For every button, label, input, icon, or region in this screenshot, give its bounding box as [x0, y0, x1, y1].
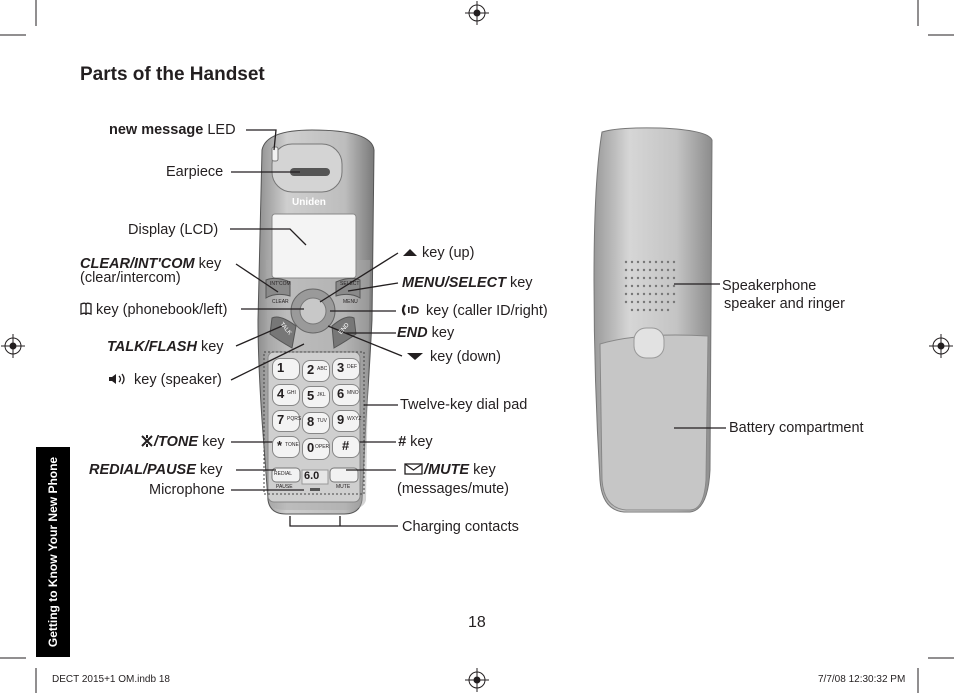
- label-dial-pad: Twelve-key dial pad: [400, 397, 528, 413]
- up-arrow-icon: [403, 249, 417, 256]
- mute-key-label: MUTE: [336, 484, 351, 490]
- redial-key-label: REDIAL: [274, 471, 293, 477]
- label-redial-pause: REDIAL/PAUSE key: [89, 462, 223, 478]
- handset-back: [593, 127, 713, 513]
- label-talk-flash: TALK/FLASH key: [107, 339, 224, 355]
- label-microphone: Microphone: [149, 482, 225, 498]
- softkey-clear-bottom: CLEAR: [272, 299, 289, 305]
- label-mute-sub: (messages/mute): [397, 481, 510, 497]
- label-menu-select: MENU/SELECT key: [402, 275, 533, 291]
- label-clear-intercom-sub: (clear/intercom): [80, 270, 181, 286]
- phonebook-icon: [80, 302, 92, 316]
- handset-screen-text: 6.0: [304, 470, 320, 482]
- side-tab: Getting to Know Your New Phone: [36, 447, 70, 657]
- label-tone: /TONE key: [140, 434, 225, 450]
- label-mute: /MUTE key: [404, 462, 496, 478]
- page-title: Parts of the Handset: [80, 64, 265, 85]
- label-up-key: key (up): [402, 245, 474, 261]
- speaker-grille: [624, 260, 676, 312]
- leader-lines: [230, 129, 726, 527]
- dial-key: *TONE: [272, 436, 300, 458]
- label-clear-intercom: CLEAR/INT'COM key: [80, 256, 222, 272]
- softkey-menu-top: SELECT: [340, 281, 360, 287]
- softkey-menu-bottom: MENU: [343, 299, 358, 305]
- speaker-icon: [109, 373, 125, 385]
- label-display: Display (LCD): [128, 222, 219, 238]
- label-charging-contacts: Charging contacts: [402, 519, 519, 535]
- label-down-key: key (down): [404, 349, 501, 365]
- caller-id-icon: [401, 304, 419, 316]
- label-earpiece: Earpiece: [166, 164, 224, 180]
- softkey-clear-top: INT'COM: [270, 281, 291, 287]
- dial-key: 1: [272, 358, 300, 380]
- dial-key: #: [332, 436, 360, 458]
- label-end: END key: [397, 325, 455, 341]
- label-new-message-led: new message LED: [109, 122, 236, 138]
- star-icon: [141, 435, 153, 447]
- label-pound: # key: [398, 434, 433, 450]
- envelope-icon: [404, 463, 423, 475]
- handset-brand: Uniden: [292, 197, 326, 208]
- side-tab-text: Getting to Know Your New Phone: [46, 456, 60, 648]
- page-number: 18: [468, 614, 486, 631]
- label-speaker: key (speaker): [106, 372, 222, 388]
- label-battery-compartment: Battery compartment: [729, 420, 864, 436]
- label-caller-id: key (caller ID/right): [400, 303, 548, 319]
- pause-key-label: PAUSE: [276, 484, 293, 490]
- label-phonebook: key (phonebook/left): [80, 302, 227, 318]
- footer-left: DECT 2015+1 OM.indb 18: [52, 674, 170, 685]
- footer-right: 7/7/08 12:30:32 PM: [818, 674, 906, 685]
- label-speakerphone-1: Speakerphone: [722, 278, 817, 294]
- label-speakerphone-2: speaker and ringer: [724, 296, 845, 312]
- down-arrow-icon: [407, 353, 423, 360]
